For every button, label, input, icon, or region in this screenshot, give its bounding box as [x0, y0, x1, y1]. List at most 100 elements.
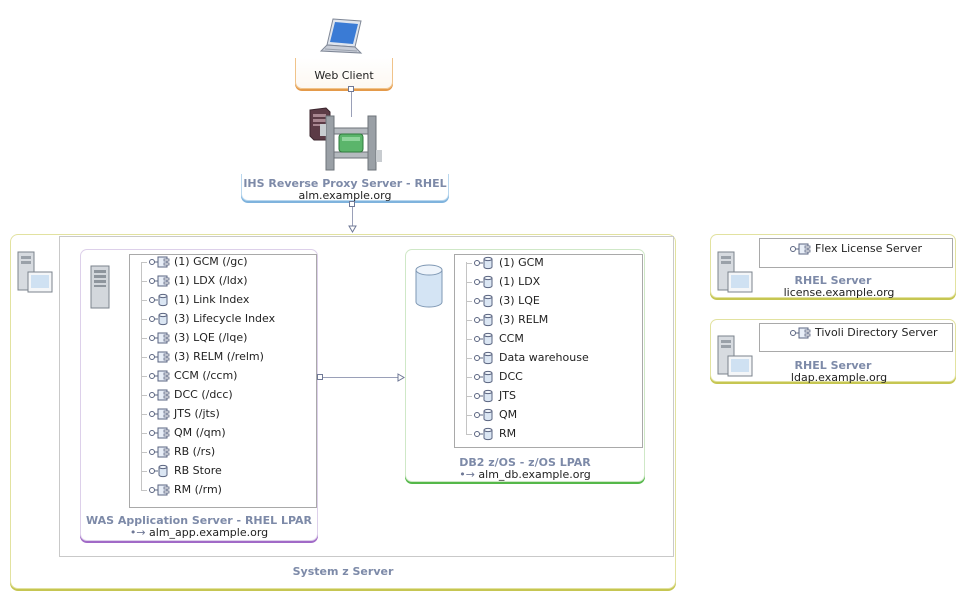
component-item[interactable]: (1) Link Index: [141, 291, 249, 309]
arrow-down-icon: [348, 225, 357, 233]
tree-branch: [141, 489, 147, 491]
component-item[interactable]: (1) GCM (/gc): [141, 253, 248, 271]
tree-branch: [141, 356, 147, 358]
tree-branch: [466, 262, 472, 264]
connection-port: [349, 201, 355, 207]
directory-server-title: RHEL Server: [794, 359, 872, 372]
component-item[interactable]: (3) RELM: [466, 311, 548, 329]
app-component-icon: [149, 275, 170, 287]
directory-server-hostname: ldap.example.org: [790, 371, 888, 384]
tree-branch: [141, 280, 147, 282]
license-component-item[interactable]: Flex License Server: [790, 240, 922, 258]
component-label: (3) Lifecycle Index: [174, 312, 276, 325]
tree-branch: [141, 299, 147, 301]
component-label: (1) GCM: [499, 256, 544, 269]
component-label: (1) Link Index: [174, 293, 250, 306]
system-z-title: System z Server: [292, 565, 394, 578]
component-label: RM: [499, 427, 517, 440]
db2-hostname: •→ alm_db.example.org: [406, 468, 644, 481]
component-label: (3) LQE: [499, 294, 540, 307]
license-component-label: Flex License Server: [815, 242, 923, 255]
component-item[interactable]: QM (/qm): [141, 424, 226, 442]
connection-port: [317, 374, 323, 380]
component-item[interactable]: (3) Lifecycle Index: [141, 310, 275, 328]
tree-branch: [141, 432, 147, 434]
component-label: DCC (/dcc): [174, 388, 233, 401]
component-label: CCM (/ccm): [174, 369, 238, 382]
database-component-icon: [474, 332, 493, 346]
component-label: (1) GCM (/gc): [174, 255, 248, 268]
database-cylinder-icon: [415, 264, 443, 308]
connector-web-to-ihs: [351, 91, 352, 117]
directory-component-label: Tivoli Directory Server: [815, 326, 938, 339]
server-monitor-icon: [17, 251, 53, 293]
app-component-icon: [149, 332, 170, 344]
tree-branch: [466, 414, 472, 416]
component-item[interactable]: RM (/rm): [141, 481, 222, 499]
license-server-title: RHEL Server: [794, 274, 872, 287]
app-component-icon: [149, 484, 170, 496]
component-label: JTS: [499, 389, 516, 402]
web-client-label: Web Client: [314, 69, 374, 82]
component-item[interactable]: JTS (/jts): [141, 405, 220, 423]
component-item[interactable]: DCC: [466, 368, 523, 386]
ihs-title: IHS Reverse Proxy Server - RHEL: [243, 177, 447, 190]
component-item[interactable]: RB (/rs): [141, 443, 215, 461]
component-item[interactable]: (3) RELM (/relm): [141, 348, 264, 366]
app-component-icon: [149, 389, 170, 401]
directory-component-box: Tivoli Directory Server: [759, 323, 953, 352]
database-component-icon: [149, 464, 168, 478]
app-component-icon: [149, 351, 170, 363]
connector-ihs-to-systemz: [352, 207, 353, 227]
db2-component-items: (1) GCM (1) LDX (3) LQE (3) RELM CCM Data war…: [466, 254, 636, 444]
database-component-icon: [474, 351, 493, 365]
component-item[interactable]: CCM (/ccm): [141, 367, 237, 385]
component-item[interactable]: RM: [466, 425, 516, 443]
was-title: WAS Application Server - RHEL LPAR: [85, 514, 313, 527]
app-component-icon: [149, 370, 170, 382]
tree-branch: [466, 338, 472, 340]
connector-was-to-db2: [323, 377, 399, 378]
reverse-proxy-icon: [320, 115, 382, 171]
tree-branch: [466, 300, 472, 302]
was-component-items: (1) GCM (/gc) (1) LDX (/ldx) (1) Link Inde…: [141, 253, 311, 501]
web-client-node[interactable]: Web Client: [295, 58, 393, 89]
component-label: Data warehouse: [499, 351, 589, 364]
component-item[interactable]: (1) GCM: [466, 254, 544, 272]
database-component-icon: [474, 427, 493, 441]
tree-branch: [141, 261, 147, 263]
db2-hostname-text: alm_db.example.org: [478, 468, 591, 481]
license-server-hostname: license.example.org: [783, 286, 895, 299]
ihs-proxy-node[interactable]: IHS Reverse Proxy Server - RHEL alm.exam…: [241, 174, 449, 202]
component-label: (3) RELM: [499, 313, 549, 326]
was-hostname: •→ alm_app.example.org: [81, 526, 317, 539]
component-label: (1) LDX: [499, 275, 541, 288]
directory-component-item[interactable]: Tivoli Directory Server: [790, 324, 938, 342]
component-label: RB (/rs): [174, 445, 216, 458]
component-item[interactable]: (1) LDX (/ldx): [141, 272, 248, 290]
component-item[interactable]: CCM: [466, 330, 524, 348]
server-monitor-icon: [717, 335, 753, 377]
server-monitor-icon: [717, 251, 753, 293]
component-item[interactable]: Data warehouse: [466, 349, 589, 367]
component-item[interactable]: RB Store: [141, 462, 222, 480]
tree-branch: [141, 394, 147, 396]
component-label: RB Store: [174, 464, 222, 477]
app-component-icon: [149, 256, 170, 268]
component-item[interactable]: JTS: [466, 387, 516, 405]
component-item[interactable]: (3) LQE (/lqe): [141, 329, 247, 347]
was-hostname-text: alm_app.example.org: [149, 526, 269, 539]
tree-branch: [466, 281, 472, 283]
ihs-hostname: alm.example.org: [298, 189, 392, 202]
app-component-icon: [149, 446, 170, 458]
component-item[interactable]: (1) LDX: [466, 273, 540, 291]
app-component-icon: [149, 427, 170, 439]
database-component-icon: [149, 293, 168, 307]
component-item[interactable]: DCC (/dcc): [141, 386, 233, 404]
component-item[interactable]: QM: [466, 406, 517, 424]
component-label: RM (/rm): [174, 483, 222, 496]
component-item[interactable]: (3) LQE: [466, 292, 540, 310]
tree-branch: [141, 375, 147, 377]
tree-branch: [141, 470, 147, 472]
connection-port: [348, 86, 354, 92]
